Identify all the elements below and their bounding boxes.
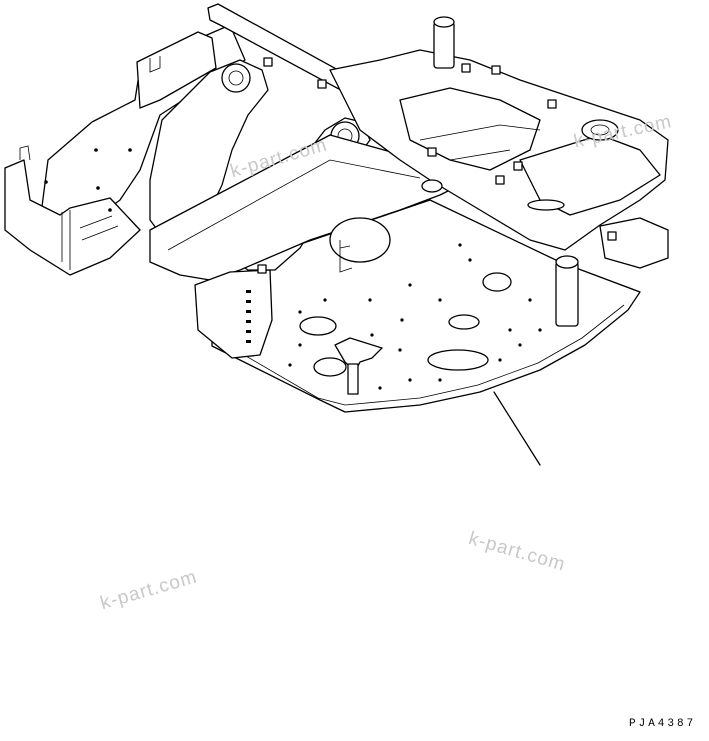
swing-circle-opening bbox=[329, 217, 391, 263]
left-side-panel bbox=[4, 159, 141, 276]
top-ring bbox=[421, 179, 443, 193]
floor-plate bbox=[211, 199, 641, 413]
boom-pin-boss-upper bbox=[221, 63, 251, 93]
floor-hole-1 bbox=[482, 272, 512, 292]
drawing-code: PJA4387 bbox=[629, 718, 697, 730]
left-upper-box bbox=[136, 31, 217, 109]
right-post bbox=[555, 261, 579, 327]
floor-hole-4 bbox=[299, 316, 337, 336]
lower-left-plate bbox=[194, 269, 273, 359]
counterweight-mount bbox=[599, 217, 669, 269]
rear-ring-right bbox=[581, 119, 619, 141]
plate-slots bbox=[246, 290, 251, 343]
floor-hole-2 bbox=[448, 314, 480, 330]
rear-slot bbox=[527, 199, 565, 211]
boom-bracket-left bbox=[149, 59, 269, 241]
floor-bolt-holes bbox=[288, 243, 542, 390]
front-bracket bbox=[334, 337, 383, 373]
floor-hole-3 bbox=[427, 349, 489, 371]
frame-nuts bbox=[257, 57, 617, 274]
rear-post bbox=[433, 21, 455, 69]
leader-line bbox=[493, 391, 541, 466]
front-post bbox=[347, 363, 359, 395]
floor-hole-5 bbox=[313, 357, 347, 377]
